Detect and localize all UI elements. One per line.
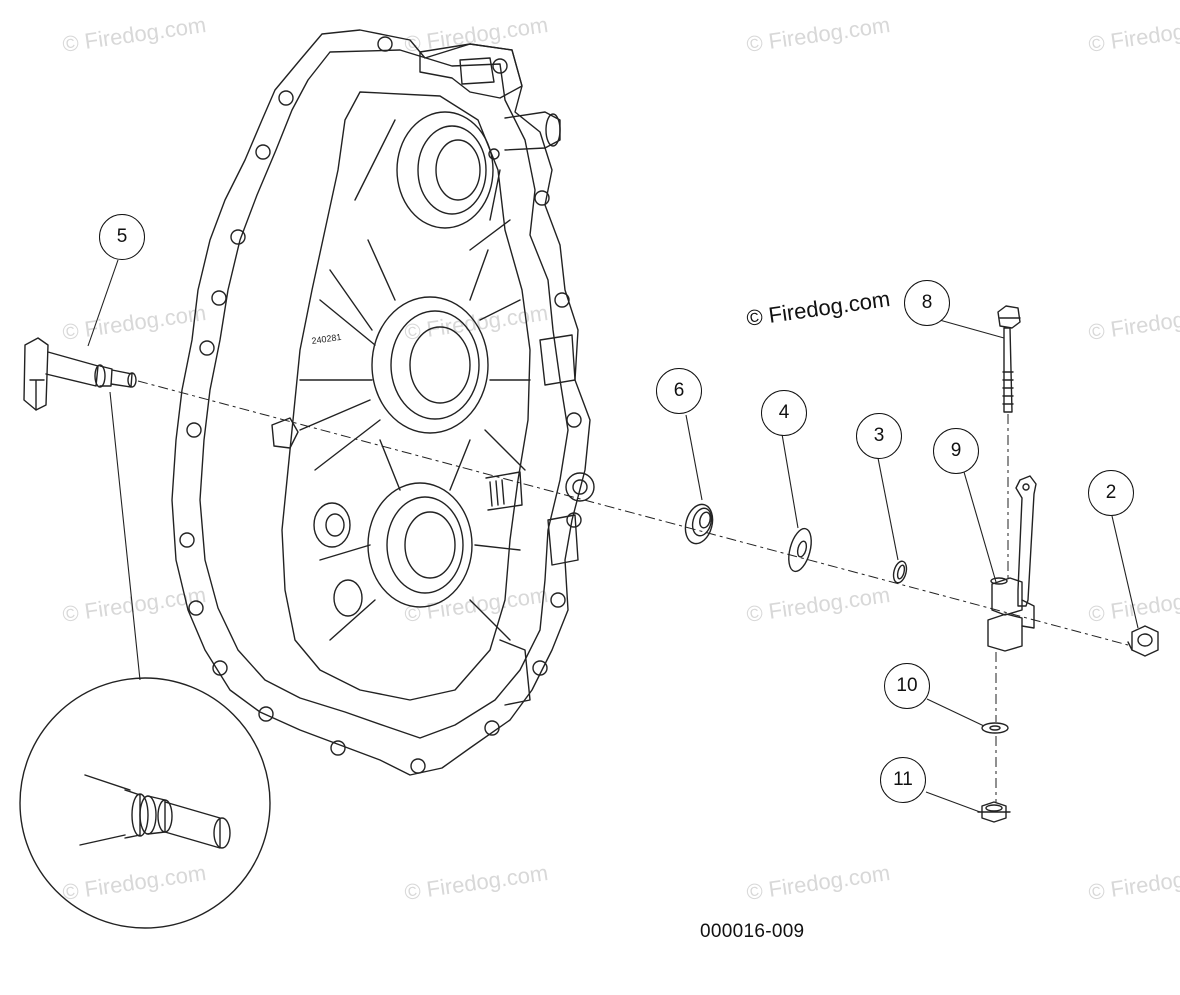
detail-view bbox=[19, 677, 271, 929]
callout-6: 6 bbox=[656, 368, 702, 414]
figure-id: 000016-009 bbox=[700, 921, 805, 942]
callout-4: 4 bbox=[761, 390, 807, 436]
housing-cover bbox=[171, 29, 595, 776]
leader-lines bbox=[87, 259, 1139, 813]
callout-10: 10 bbox=[884, 663, 930, 709]
callout-3: 3 bbox=[856, 413, 902, 459]
flange-nut-part bbox=[1127, 625, 1159, 657]
callout-11: 11 bbox=[880, 757, 926, 803]
nut-part bbox=[977, 801, 1011, 823]
callout-9: 9 bbox=[933, 428, 979, 474]
assembly-centerlines bbox=[137, 380, 1129, 802]
washer-part bbox=[788, 527, 812, 573]
housing-part-number: 240281 bbox=[311, 332, 342, 346]
seal-part bbox=[684, 503, 714, 545]
callout-8: 8 bbox=[904, 280, 950, 326]
small-washer-part bbox=[981, 722, 1009, 734]
callout-5: 5 bbox=[99, 214, 145, 260]
bolt-part bbox=[997, 305, 1021, 413]
retaining-ring-part bbox=[892, 560, 908, 584]
shift-shaft-part bbox=[23, 337, 137, 411]
shift-lever-part bbox=[987, 475, 1037, 652]
callout-2: 2 bbox=[1088, 470, 1134, 516]
